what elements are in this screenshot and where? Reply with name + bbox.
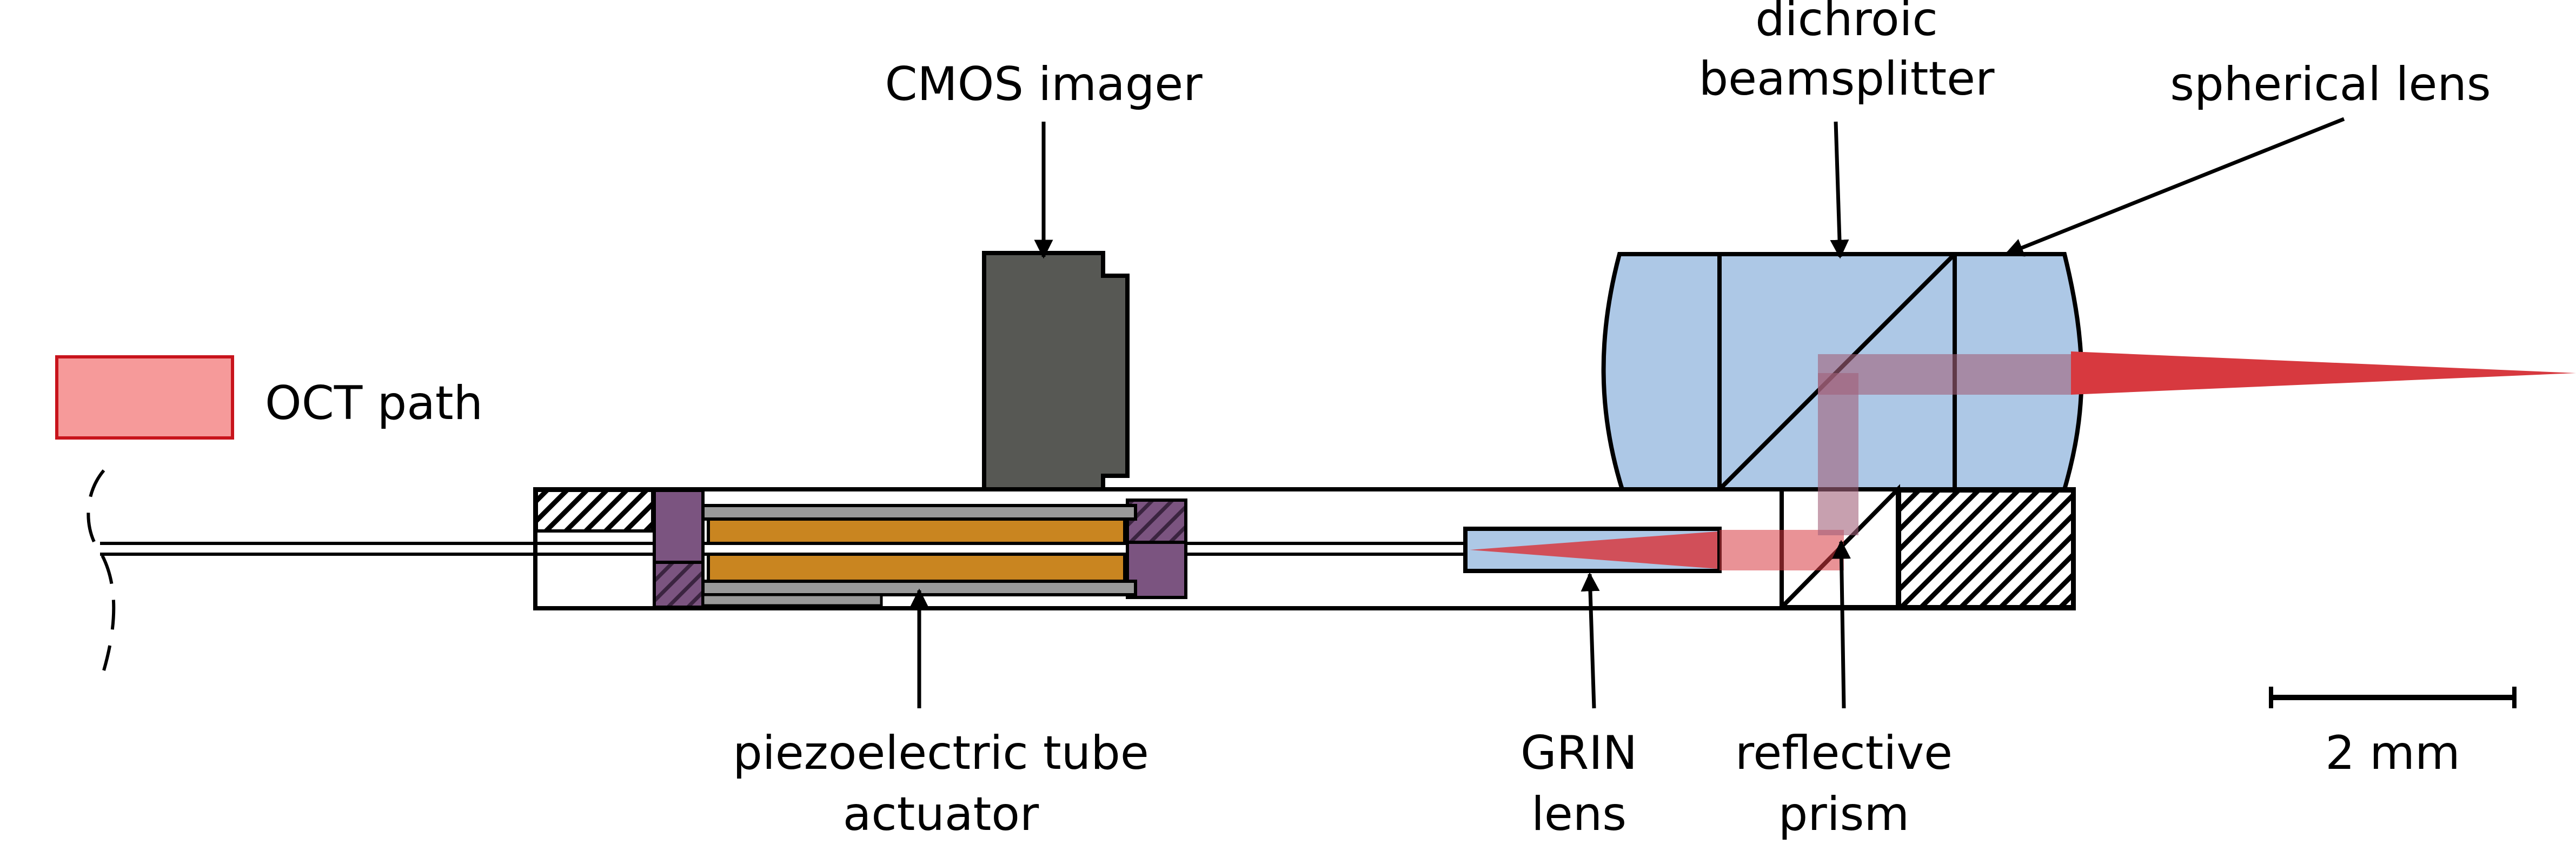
beamsplitter-arrow [1830, 121, 1849, 259]
fiber-break-mark [87, 469, 116, 671]
piezo-tube-top [707, 517, 1126, 545]
cmos-imager-label: CMOS imager [885, 57, 1203, 111]
spherical-lens-arrow [2004, 117, 2345, 257]
grin-arrow [1581, 572, 1600, 709]
oct-beam-output [2071, 351, 2576, 395]
scale-bar-label: 2 mm [2325, 726, 2460, 780]
piezo-label-line1: piezoelectric tube [733, 726, 1148, 780]
front-hatched-block [1897, 488, 2075, 609]
piezo-mount-left-hatch [653, 561, 705, 609]
dichroic-label-line1: dichroic [1755, 0, 1938, 46]
cmos-imager [982, 251, 1130, 491]
rear-hatched-block [535, 489, 654, 533]
piezo-electrode-top [701, 504, 1137, 521]
prism-label-line2: prism [1778, 787, 1909, 841]
oct-legend-label: OCT path [265, 376, 483, 430]
prism-arrow [1832, 540, 1851, 709]
grin-label-line2: lens [1531, 787, 1626, 841]
grin-oct-cone [1470, 531, 1717, 569]
piezo-backing-plate [701, 593, 883, 607]
oct-beam-horizontal-prism [1719, 530, 1844, 570]
spherical-lens-label: spherical lens [2170, 57, 2491, 111]
oct-legend-swatch [55, 355, 234, 440]
piezo-tube-bottom [707, 553, 1126, 583]
prism-label-line1: reflective [1735, 726, 1953, 780]
oct-beam-horizontal-splitter [1818, 354, 2072, 395]
dichroic-label-line2: beamsplitter [1699, 52, 1995, 106]
grin-label-line1: GRIN [1521, 726, 1637, 780]
piezo-label-line2: actuator [843, 787, 1039, 841]
oct-beam-vertical [1818, 373, 1858, 535]
